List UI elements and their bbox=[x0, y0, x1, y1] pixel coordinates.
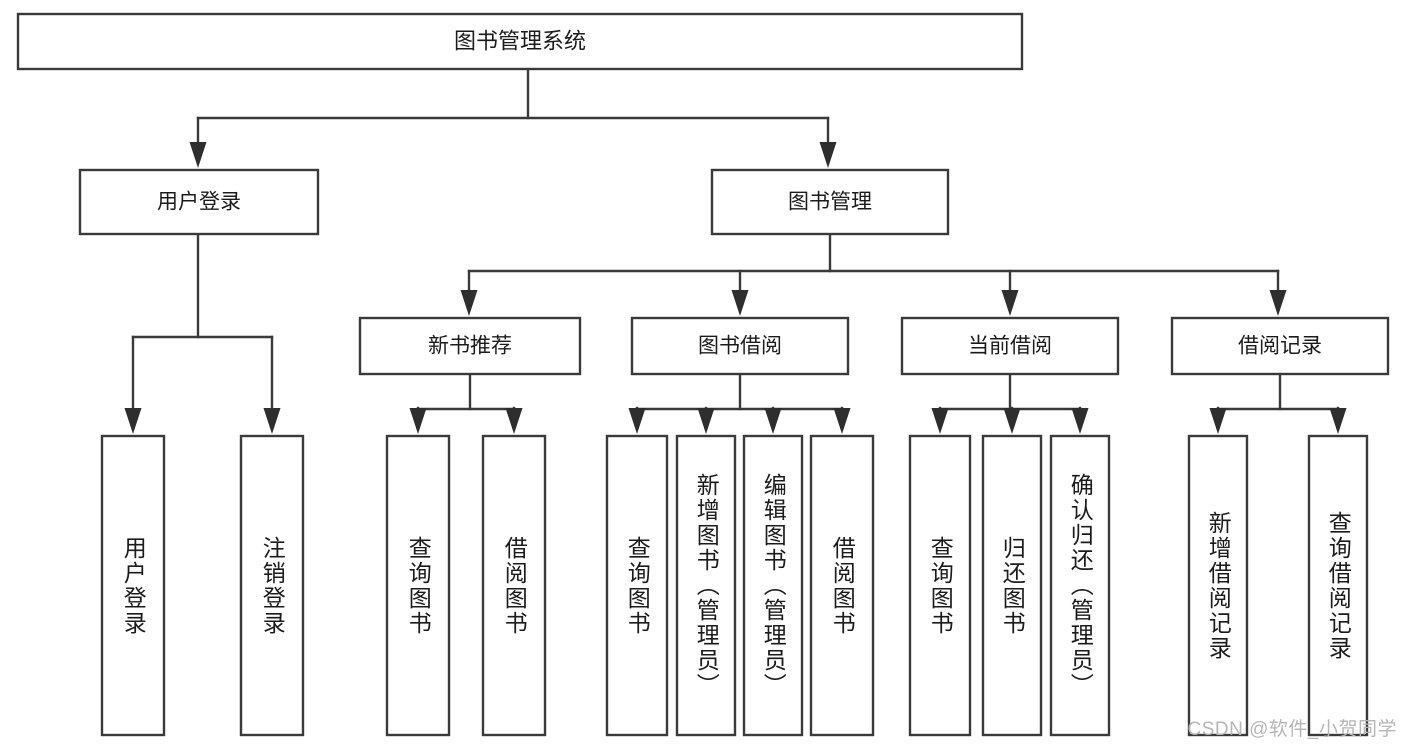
connector-group-book-mgmt-to-level3 bbox=[460, 232, 1287, 316]
arrow-head-icon bbox=[460, 290, 478, 316]
node-label-level2-用户登录: 用户登录 bbox=[157, 191, 241, 214]
arrow-head-icon bbox=[819, 142, 837, 168]
arrow-head-icon bbox=[1071, 408, 1089, 434]
arrow-head-icon bbox=[731, 290, 749, 316]
node-box-leaf-查询图书-4[interactable] bbox=[605, 434, 669, 737]
node-box-leaf-借阅图书-3[interactable] bbox=[481, 434, 547, 737]
node-label-level3-图书借阅: 图书借阅 bbox=[698, 335, 782, 358]
connector-group-user-login-to-leaves bbox=[124, 232, 281, 434]
node-label-level3-当前借阅: 当前借阅 bbox=[968, 335, 1052, 358]
node-box-leaf-借阅图书-7[interactable] bbox=[809, 434, 875, 737]
arrow-head-icon bbox=[1003, 408, 1021, 434]
node-box-leaf-确认归还管理员-10[interactable] bbox=[1049, 434, 1111, 737]
arrow-head-icon bbox=[697, 408, 715, 434]
node-box-leaf-新增图书管理员-5[interactable] bbox=[675, 434, 737, 737]
arrow-head-icon bbox=[833, 408, 851, 434]
arrow-head-icon bbox=[505, 408, 523, 434]
node-box-leaf-用户登录-0[interactable] bbox=[100, 434, 166, 737]
arrow-head-icon bbox=[1209, 408, 1227, 434]
connector-group-current-to-leaves bbox=[931, 372, 1089, 434]
node-box-leaf-归还图书-9[interactable] bbox=[981, 434, 1043, 737]
node-box-leaf-编辑图书管理员-6[interactable] bbox=[742, 434, 804, 737]
node-box-level2-图书管理[interactable] bbox=[710, 168, 950, 236]
arrow-head-icon bbox=[931, 408, 949, 434]
node-box-level3-新书推荐[interactable] bbox=[358, 316, 582, 376]
node-box-level2-用户登录[interactable] bbox=[78, 168, 320, 236]
node-box-level3-借阅记录[interactable] bbox=[1170, 316, 1390, 376]
node-box-level3-当前借阅[interactable] bbox=[900, 316, 1120, 376]
node-label-level2-图书管理: 图书管理 bbox=[788, 191, 872, 214]
node-box-leaf-新增借阅记录-11[interactable] bbox=[1187, 434, 1249, 737]
node-box-leaf-注销登录-1[interactable] bbox=[239, 434, 305, 737]
arrow-head-icon bbox=[409, 408, 427, 434]
node-label-level3-借阅记录: 借阅记录 bbox=[1238, 335, 1322, 358]
connector-group-new-books-to-leaves bbox=[409, 372, 523, 434]
arrow-head-icon bbox=[124, 408, 142, 434]
node-label-level3-新书推荐: 新书推荐 bbox=[428, 335, 512, 358]
node-label-root: 图书管理系统 bbox=[454, 28, 586, 53]
arrow-head-icon bbox=[1329, 408, 1347, 434]
arrow-head-icon bbox=[263, 408, 281, 434]
arrow-head-icon bbox=[1269, 290, 1287, 316]
node-box-leaf-查询借阅记录-12[interactable] bbox=[1307, 434, 1369, 737]
arrow-head-icon bbox=[1001, 290, 1019, 316]
node-box-root[interactable] bbox=[16, 12, 1024, 71]
arrow-head-icon bbox=[189, 142, 207, 168]
node-box-leaf-查询图书-2[interactable] bbox=[385, 434, 451, 737]
boxes-layer bbox=[16, 12, 1390, 737]
connector-group-records-to-leaves bbox=[1209, 372, 1347, 434]
node-box-level3-图书借阅[interactable] bbox=[630, 316, 850, 376]
connector-group-root-to-level2 bbox=[189, 67, 837, 168]
connectors-layer bbox=[124, 67, 1347, 434]
node-box-leaf-查询图书-8[interactable] bbox=[908, 434, 972, 737]
watermark-text: CSDN @软件_小贺同学 bbox=[1187, 719, 1397, 740]
arrow-head-icon bbox=[764, 408, 782, 434]
arrow-head-icon bbox=[628, 408, 646, 434]
connector-group-borrow-to-leaves bbox=[628, 372, 851, 434]
